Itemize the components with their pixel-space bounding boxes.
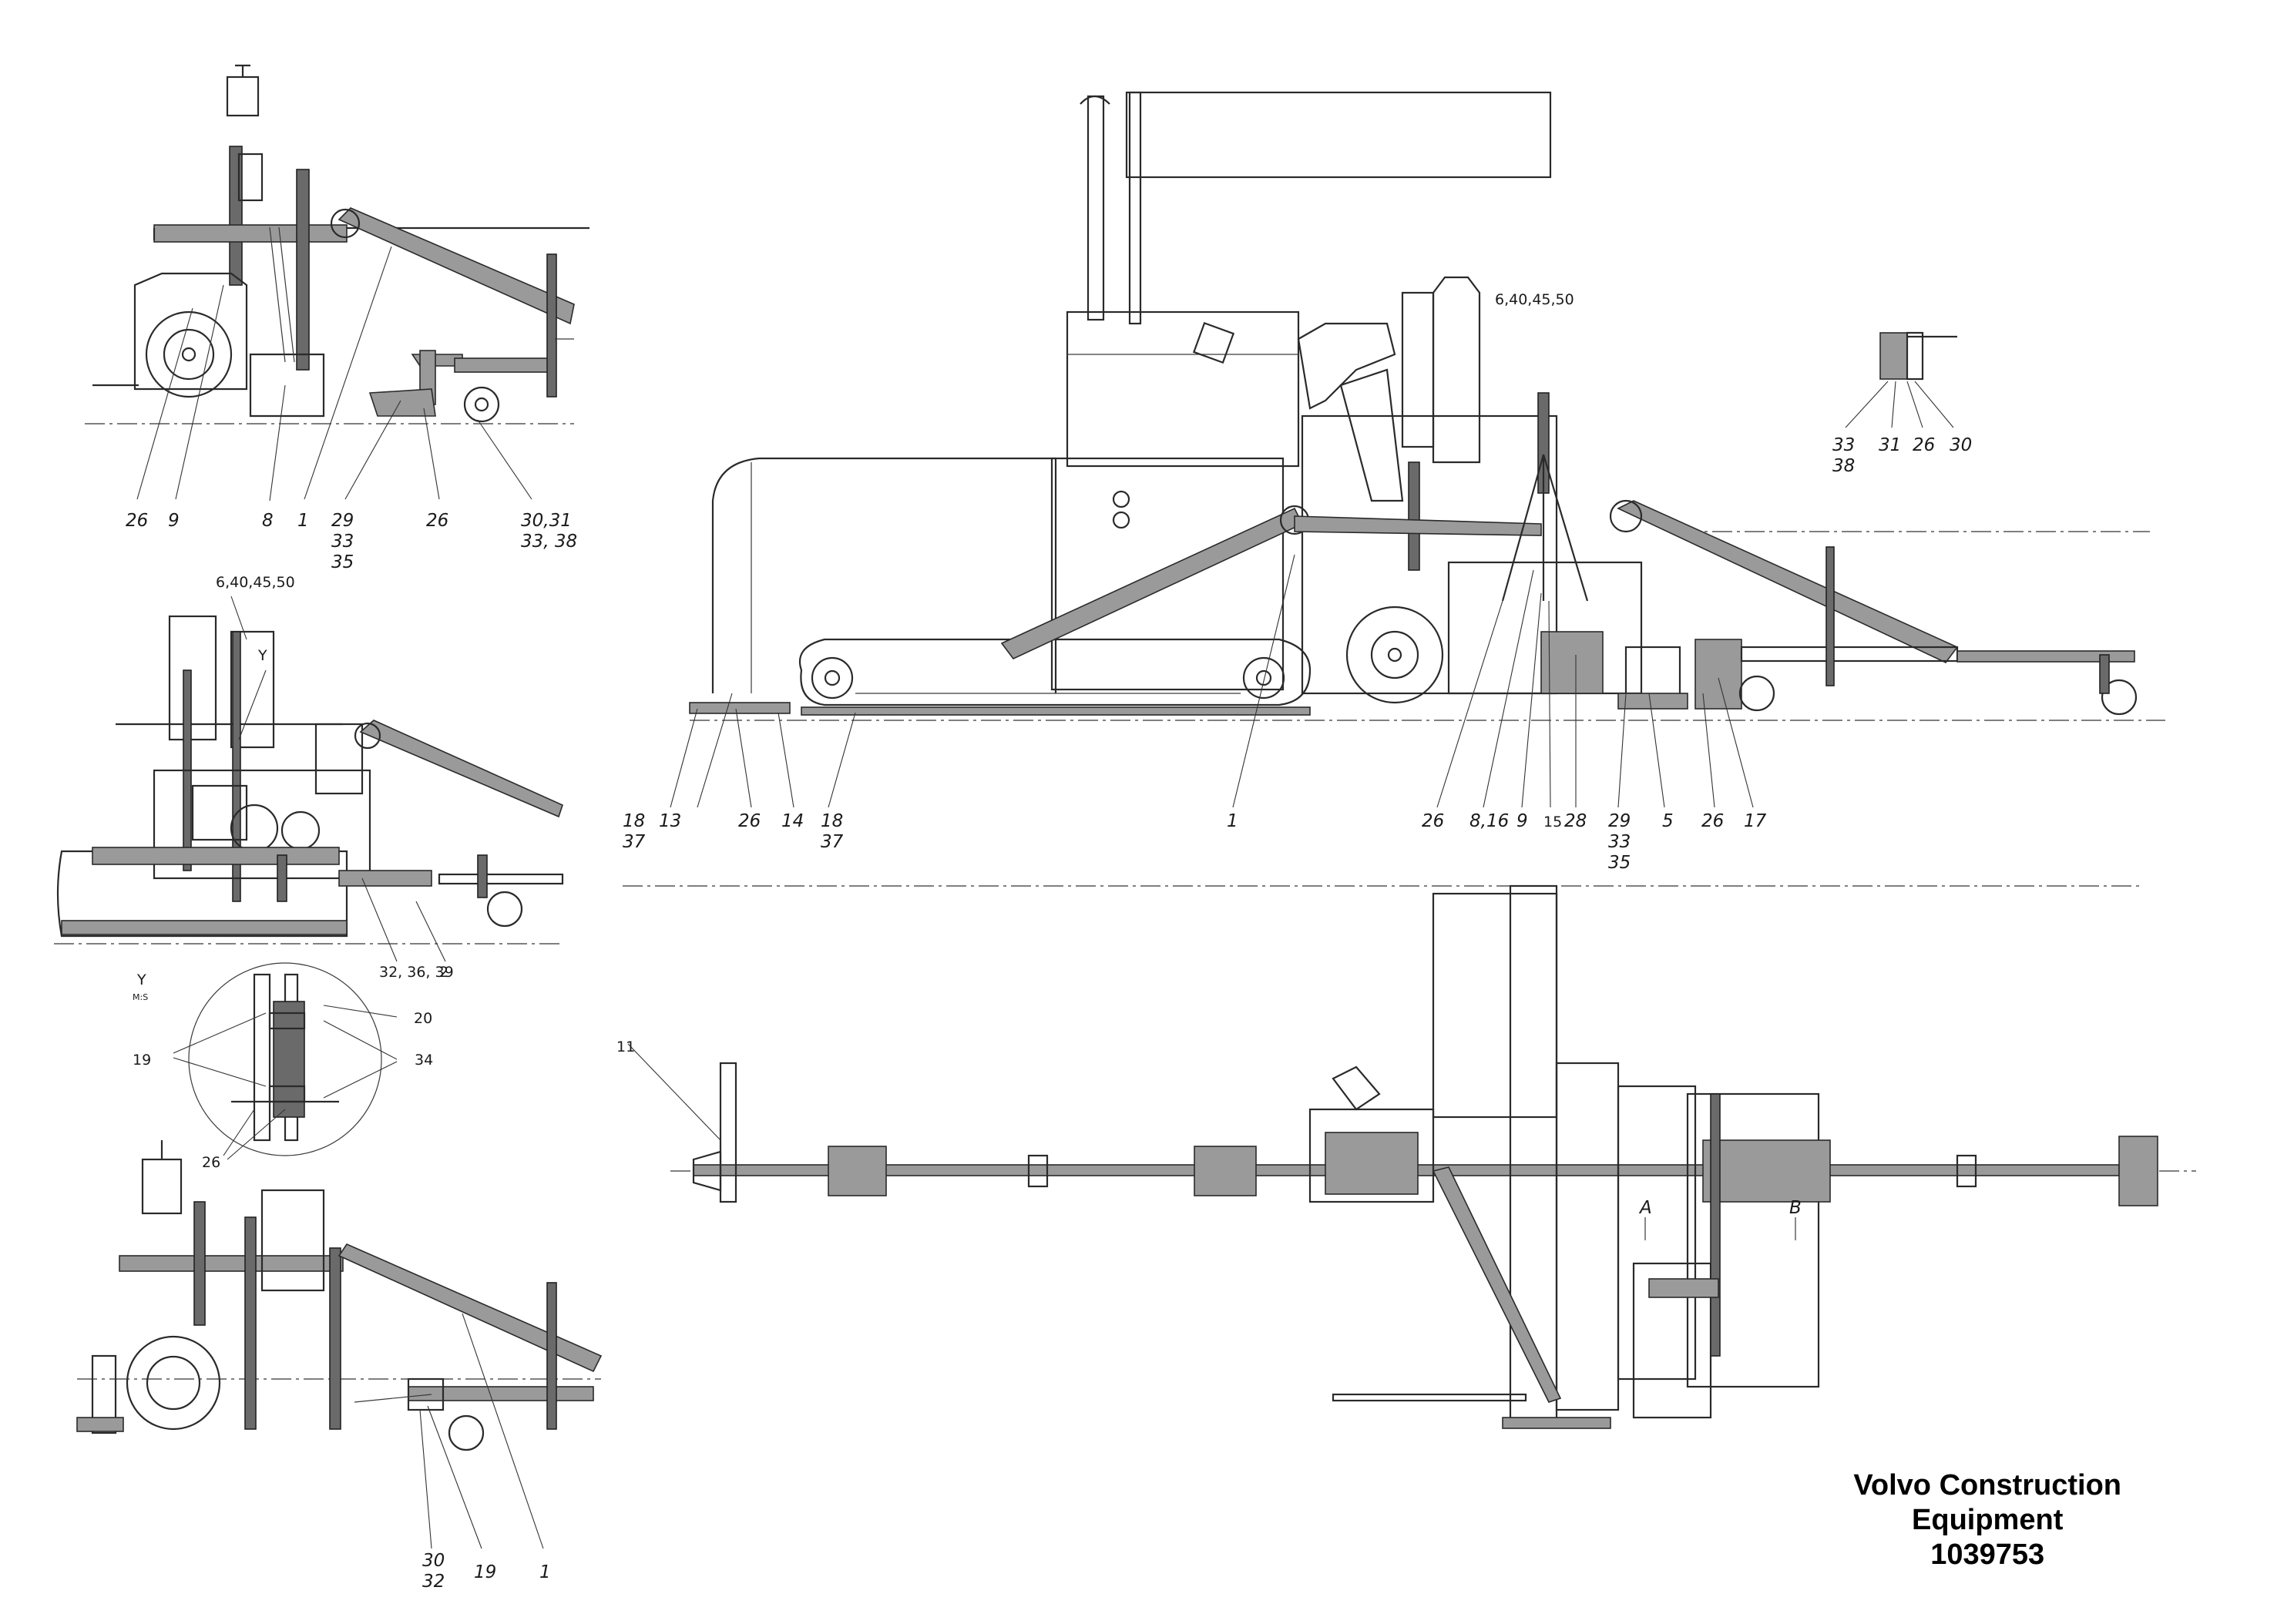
callout: Y	[257, 647, 267, 664]
callout: 32, 36, 39	[379, 964, 454, 981]
callout: 33	[1832, 435, 1855, 455]
callout: M:S	[133, 992, 148, 1002]
paver-side-view	[689, 91, 2165, 721]
callout: 38	[1832, 456, 1855, 476]
callout: 19	[474, 1562, 496, 1582]
callout: 30,31	[521, 511, 572, 531]
callout: 33	[331, 532, 354, 552]
callout: 37	[821, 832, 844, 852]
side-detail-view-upper	[85, 64, 589, 424]
callout: 5	[1662, 811, 1674, 831]
callout: 29	[1608, 811, 1631, 831]
callout: 20	[414, 1010, 432, 1027]
side-detail-view-lower	[76, 1140, 603, 1451]
brand-name-line1: Volvo Construction	[1853, 1469, 2121, 1502]
brand-name-line2: Equipment	[1912, 1504, 2064, 1536]
callout: 8,16	[1469, 811, 1509, 831]
callout: 6,40,45,50	[1495, 291, 1574, 308]
detail-y-circle	[173, 962, 398, 1160]
callout: 15	[1543, 814, 1562, 830]
callout: 28	[1564, 811, 1587, 831]
callout: 30	[422, 1551, 445, 1571]
callout: B	[1789, 1198, 1802, 1218]
leaders-upper-view	[136, 246, 532, 502]
callout: 35	[331, 552, 354, 572]
callout: 34	[415, 1052, 433, 1069]
callout: 33	[1608, 832, 1631, 852]
callout: 26	[1422, 811, 1444, 831]
callout: 26	[126, 511, 148, 531]
small-bracket-detail	[1845, 331, 1957, 428]
callout: 17	[1744, 811, 1767, 831]
leaders-lower-view	[419, 1313, 544, 1549]
callout: 31	[1879, 435, 1901, 455]
callout: 9	[168, 511, 180, 531]
callout: 1	[539, 1562, 551, 1582]
callout: 26	[738, 811, 761, 831]
callout: 8	[262, 511, 274, 531]
callout: 26	[202, 1154, 220, 1171]
callout-labels: 26 9 8 1 29 33 35 26 30,31 33, 38 6,40,4…	[126, 291, 1972, 1592]
callout: 26	[426, 511, 448, 531]
callout: 30	[1950, 435, 1972, 455]
leaders-main-view	[670, 554, 1754, 808]
callout: 19	[133, 1052, 151, 1069]
callout: 29	[331, 511, 354, 531]
callout: 11	[616, 1038, 635, 1055]
part-number: 1039753	[1930, 1538, 2045, 1571]
brand-caption: Volvo Construction Equipment 1039753	[1853, 1468, 2121, 1572]
callout: 33, 38	[521, 532, 577, 552]
callout: Y	[136, 971, 146, 988]
callout: 18	[623, 811, 645, 831]
callout: 32	[422, 1572, 445, 1592]
callout: 26	[1913, 435, 1935, 455]
callout: 1	[1227, 811, 1238, 831]
callout: 13	[659, 811, 681, 831]
callout: 37	[623, 832, 646, 852]
side-detail-view-middle	[54, 615, 564, 945]
callout: 2	[439, 964, 448, 981]
callout: 35	[1608, 853, 1631, 873]
callout: 1	[297, 511, 309, 531]
callout: 26	[1701, 811, 1724, 831]
callout: 14	[781, 811, 804, 831]
leaders-middle-view	[230, 596, 446, 962]
callout: A	[1638, 1198, 1652, 1218]
callout: 18	[821, 811, 843, 831]
callout: 6,40,45,50	[216, 574, 295, 591]
callout: 9	[1516, 811, 1528, 831]
screed-plan-view	[623, 884, 2196, 1429]
